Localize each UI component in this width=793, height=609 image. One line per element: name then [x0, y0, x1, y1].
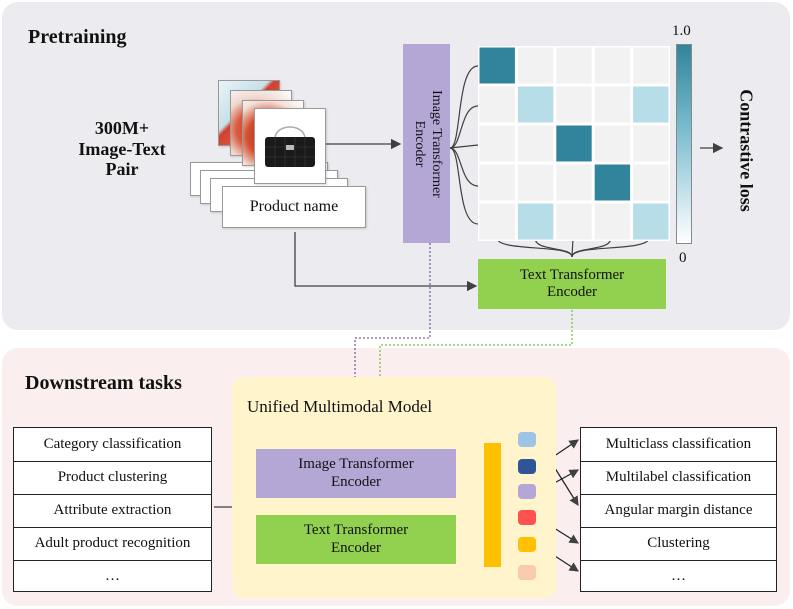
pretraining-title: Pretraining	[28, 26, 127, 48]
column-brace	[496, 237, 650, 258]
text-weights-transfer	[374, 310, 573, 514]
colorbar	[676, 44, 692, 244]
matrix-cell	[592, 162, 633, 203]
downstream-title: Downstream tasks	[25, 372, 182, 394]
matrix-cell	[631, 201, 671, 242]
product-name-card: Product name	[222, 186, 366, 228]
matrix-cell	[592, 123, 633, 164]
matrix-cell	[477, 201, 517, 242]
matrix-cell	[554, 84, 594, 125]
task-item: …	[105, 568, 120, 584]
matrix-cell	[631, 123, 671, 164]
task-list: Category classification Product clusteri…	[13, 427, 212, 592]
matrix-cell	[631, 84, 671, 125]
handbag-icon	[265, 126, 315, 167]
matrix-cell	[592, 84, 633, 125]
embedding-dot	[518, 510, 536, 525]
contrastive-loss-label: Contrastive loss	[736, 89, 757, 212]
downstream-text-encoder: Text Transformer Encoder	[256, 515, 456, 564]
matrix-cell	[554, 201, 594, 242]
embedding-dot	[518, 484, 536, 499]
matrix-cell	[554, 123, 594, 164]
output-list: Multiclass classification Multilabel cla…	[580, 427, 777, 592]
matrix-cell	[515, 45, 556, 86]
matrix-cell	[631, 162, 671, 203]
similarity-matrix	[477, 45, 671, 242]
output-item: Multiclass classification	[581, 428, 776, 462]
pretrain-image-encoder-label: Image Transformer Encoder	[411, 89, 444, 198]
embedding-dot	[518, 565, 536, 580]
matrix-cell	[515, 84, 556, 125]
task-item: Attribute extraction	[14, 494, 211, 528]
output-item: Clustering	[581, 527, 776, 561]
embedding-dot	[518, 459, 536, 474]
task-item: Product clustering	[14, 461, 211, 495]
embedding-dot	[518, 537, 536, 552]
task-item: Category classification	[14, 428, 211, 462]
matrix-cell	[631, 45, 671, 86]
output-item: Angular margin distance	[581, 494, 776, 528]
embedding-bar	[484, 443, 501, 567]
matrix-cell	[592, 45, 633, 86]
row-brace	[449, 65, 479, 225]
data-label: 300M+ Image-Text Pair	[78, 117, 166, 180]
matrix-cell	[515, 162, 556, 203]
colorbar-max-label: 1.0	[672, 23, 691, 39]
image-stack: Product name	[186, 76, 366, 232]
pretrain-image-encoder: Image Transformer Encoder	[403, 44, 450, 243]
output-item: Multilabel classification	[581, 461, 776, 495]
matrix-cell	[554, 45, 594, 86]
task-item: Adult product recognition	[14, 527, 211, 561]
downstream-image-encoder: Image Transformer Encoder	[256, 449, 456, 498]
matrix-cell	[477, 45, 517, 86]
matrix-cell	[477, 123, 517, 164]
arrow-to-text-encoder	[294, 232, 478, 292]
matrix-cell	[515, 123, 556, 164]
handbag-image-card	[254, 108, 326, 184]
output-item: …	[671, 568, 686, 584]
matrix-cell	[477, 162, 517, 203]
matrix-cell	[592, 201, 633, 242]
matrix-cell	[554, 162, 594, 203]
unified-model-title: Unified Multimodal Model	[247, 397, 433, 416]
matrix-cell	[515, 201, 556, 242]
pretrain-text-encoder: Text Transformer Encoder	[478, 259, 666, 309]
matrix-cell	[477, 84, 517, 125]
embedding-dot	[518, 432, 536, 447]
colorbar-min-label: 0	[679, 250, 687, 266]
